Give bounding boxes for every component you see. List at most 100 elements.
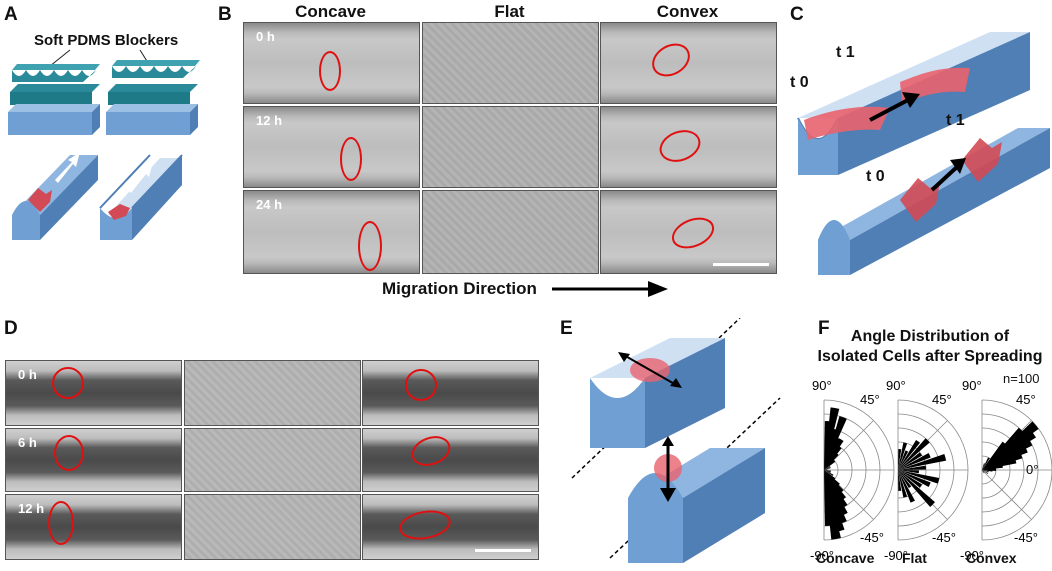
polar-bar xyxy=(898,470,931,487)
convex-channel-c xyxy=(818,128,1050,275)
polar-bar xyxy=(824,470,848,516)
col-title-concave: Concave xyxy=(295,2,366,21)
concave-substrate-a xyxy=(99,154,183,240)
panel-a-illustration xyxy=(8,49,200,240)
concave-channel-c xyxy=(797,32,1030,175)
panel-label-f: F xyxy=(818,318,830,339)
polar-name-convex: Convex xyxy=(966,550,1017,566)
cell-highlight-oval xyxy=(667,211,719,255)
flat-90-label: 90° xyxy=(886,378,906,393)
t1-label-convex: t 1 xyxy=(946,112,965,129)
convex-m45-label: -45° xyxy=(1014,530,1038,545)
col-title-convex: Convex xyxy=(656,2,719,21)
polar-bar xyxy=(982,427,1025,470)
polar-ring xyxy=(981,399,1052,541)
cell-highlight-oval xyxy=(407,431,455,471)
t1-label-concave: t 1 xyxy=(836,44,855,61)
micrograph-d-flat-12h xyxy=(184,494,361,560)
polar-bar xyxy=(982,463,985,470)
flat-m90-label: -90° xyxy=(884,548,908,563)
scale-bar xyxy=(713,263,769,266)
sample-size-label: n=100 xyxy=(1003,371,1040,386)
convex-45-label: 45° xyxy=(1016,392,1036,407)
polar-bar xyxy=(824,470,831,472)
polar-bar xyxy=(824,459,835,470)
polar-bar xyxy=(898,465,926,470)
polar-bar xyxy=(824,470,836,480)
polar-bar xyxy=(824,470,834,476)
convex-block-e xyxy=(628,436,765,563)
polar-bar xyxy=(898,454,947,470)
time-label: 24 h xyxy=(256,197,283,212)
polar-bar xyxy=(982,470,989,473)
micrograph-b-flat-24h xyxy=(422,190,599,274)
flat-m45-label: -45° xyxy=(932,530,956,545)
polar-bar xyxy=(898,470,912,489)
polar-bar xyxy=(982,458,1017,470)
polar-flat xyxy=(897,399,969,541)
convex-substrate-a xyxy=(12,152,98,240)
panel-label-e: E xyxy=(560,318,573,339)
polar-bar xyxy=(982,469,996,471)
micrograph-d-concave-6h: 6 h xyxy=(5,428,182,492)
polar-bar xyxy=(824,470,831,473)
micrograph-b-flat-0h xyxy=(422,22,599,104)
migration-direction-arrow xyxy=(552,281,668,297)
polar-bar xyxy=(898,470,935,507)
polar-bar xyxy=(824,470,847,501)
polar-bar xyxy=(982,452,1023,470)
polar-bar xyxy=(982,430,1037,470)
micrograph-d-convex-12h xyxy=(362,494,539,560)
polar-bar xyxy=(898,470,915,503)
convex-0-label: 0° xyxy=(1026,462,1038,477)
polar-bar xyxy=(824,453,839,470)
polar-bar xyxy=(898,470,908,498)
panel-label-d: D xyxy=(4,318,18,339)
polar-concave xyxy=(823,399,895,541)
micrograph-d-flat-6h xyxy=(184,428,361,492)
polar-bar xyxy=(982,470,993,472)
cell-highlight-oval xyxy=(54,435,84,471)
cell-highlight-oval xyxy=(646,37,696,83)
concave-m90-label: -90° xyxy=(810,548,834,563)
time-label: 6 h xyxy=(18,435,37,450)
polar-bar xyxy=(824,470,847,524)
convex-m90-label: -90° xyxy=(960,548,984,563)
cell-highlight-oval xyxy=(48,501,74,545)
polar-name-flat: Flat xyxy=(902,550,927,566)
t0-label-concave: t 0 xyxy=(790,74,809,91)
polar-bar xyxy=(824,469,828,470)
polar-bar xyxy=(898,450,909,470)
polar-bar xyxy=(898,438,930,470)
polar-bar xyxy=(982,470,984,474)
cell-highlight-oval xyxy=(405,369,437,401)
convex-90-label: 90° xyxy=(962,378,982,393)
blocker-left xyxy=(8,64,100,135)
micrograph-d-convex-0h xyxy=(362,360,539,426)
concave-90-label: 90° xyxy=(812,378,832,393)
chart-title-line2: Isolated Cells after Spreading xyxy=(817,348,1043,365)
micrograph-b-convex-0h xyxy=(600,22,777,104)
polar-bar xyxy=(824,466,831,470)
concave-block-e xyxy=(590,338,725,448)
panel-label-a: A xyxy=(4,4,18,25)
micrograph-d-concave-12h: 12 h xyxy=(5,494,182,560)
polar-bar xyxy=(824,470,848,508)
polar-bar xyxy=(898,470,940,484)
micrograph-b-concave-24h: 24 h xyxy=(243,190,420,274)
time-label: 12 h xyxy=(18,501,45,516)
polar-histograms: 90° 90° 90° 45° 45° 45° 0° -45° -45° -45… xyxy=(810,378,1052,563)
polar-bar xyxy=(824,470,845,532)
time-label: 0 h xyxy=(18,367,37,382)
polar-spoke xyxy=(981,469,1032,520)
micrograph-b-concave-0h: 0 h xyxy=(243,22,420,104)
polar-bar xyxy=(982,438,1033,470)
polar-bar xyxy=(982,464,1003,470)
cell-highlight-oval xyxy=(340,137,362,181)
polar-bar xyxy=(824,470,841,540)
polar-bar xyxy=(898,470,919,474)
micrograph-b-convex-12h xyxy=(600,106,777,188)
cell-highlight-oval xyxy=(319,51,341,91)
col-title-flat: Flat xyxy=(494,2,525,21)
polar-bar xyxy=(898,470,902,491)
